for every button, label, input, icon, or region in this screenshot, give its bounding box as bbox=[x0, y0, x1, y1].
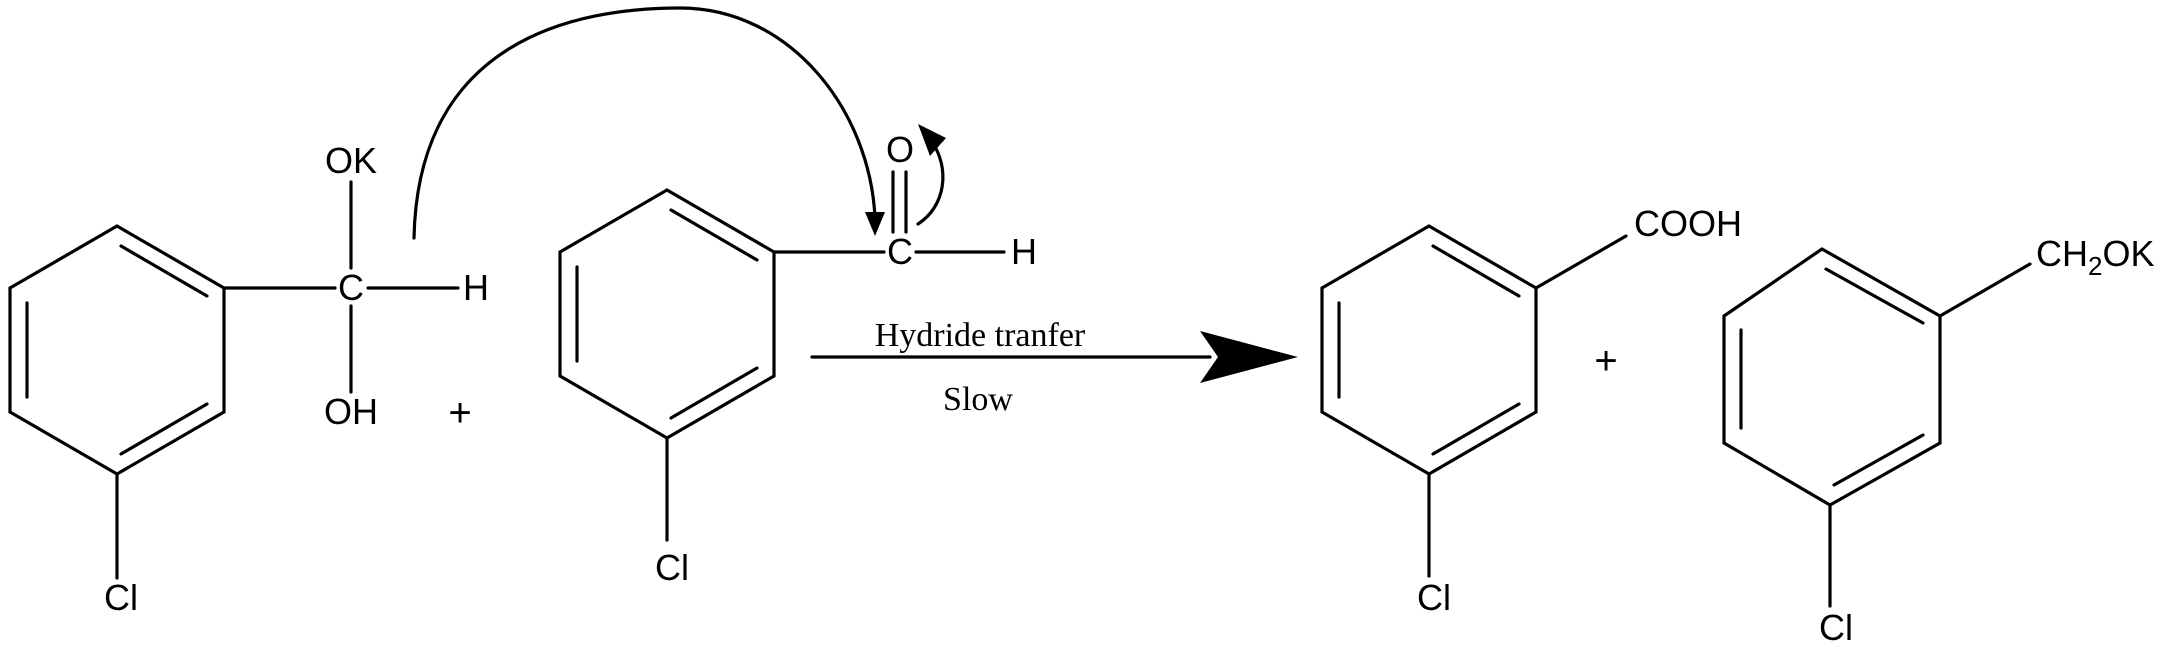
chlorine-label: Cl bbox=[1819, 607, 1853, 648]
benzene-ring bbox=[558, 188, 776, 440]
condition-below-arrow: Slow bbox=[943, 381, 1013, 418]
ring-to-ch2ok-bond bbox=[1938, 262, 2032, 318]
hydrogen-label: H bbox=[463, 267, 489, 308]
benzene-ring bbox=[1722, 247, 1942, 507]
hydrogen-label: H bbox=[1011, 231, 1037, 272]
oxygen-label: O bbox=[886, 129, 914, 170]
benzene-ring bbox=[8, 224, 226, 476]
product-2: CH2OK Cl bbox=[1722, 233, 2154, 648]
carboxyl-group-label: COOH bbox=[1634, 203, 1742, 244]
condition-above-arrow: Hydride tranfer bbox=[875, 317, 1086, 354]
chlorine-label: Cl bbox=[655, 547, 689, 588]
oh-label: OH bbox=[324, 391, 378, 432]
plus-sign-1: + bbox=[448, 391, 471, 435]
benzene-ring bbox=[1320, 224, 1538, 476]
reactant-2: O C H Cl bbox=[558, 129, 1037, 588]
carbon-label: C bbox=[338, 267, 364, 308]
chlorine-label: Cl bbox=[1417, 577, 1451, 618]
reactant-1: OK C H OH Cl bbox=[8, 140, 489, 618]
carbon-label: C bbox=[887, 231, 913, 272]
reaction-arrowhead bbox=[1200, 331, 1298, 383]
electron-push-curved-arrow bbox=[916, 124, 946, 226]
chlorine-label: Cl bbox=[104, 577, 138, 618]
ring-to-carboxyl-bond bbox=[1534, 234, 1628, 290]
ok-label: OK bbox=[325, 140, 377, 181]
hydride-transfer-curved-arrow bbox=[412, 6, 885, 240]
ch2ok-group-label: CH2OK bbox=[2036, 233, 2154, 281]
product-1: COOH Cl bbox=[1320, 203, 1742, 618]
reaction-arrow bbox=[810, 331, 1298, 383]
plus-sign-2: + bbox=[1594, 339, 1617, 383]
